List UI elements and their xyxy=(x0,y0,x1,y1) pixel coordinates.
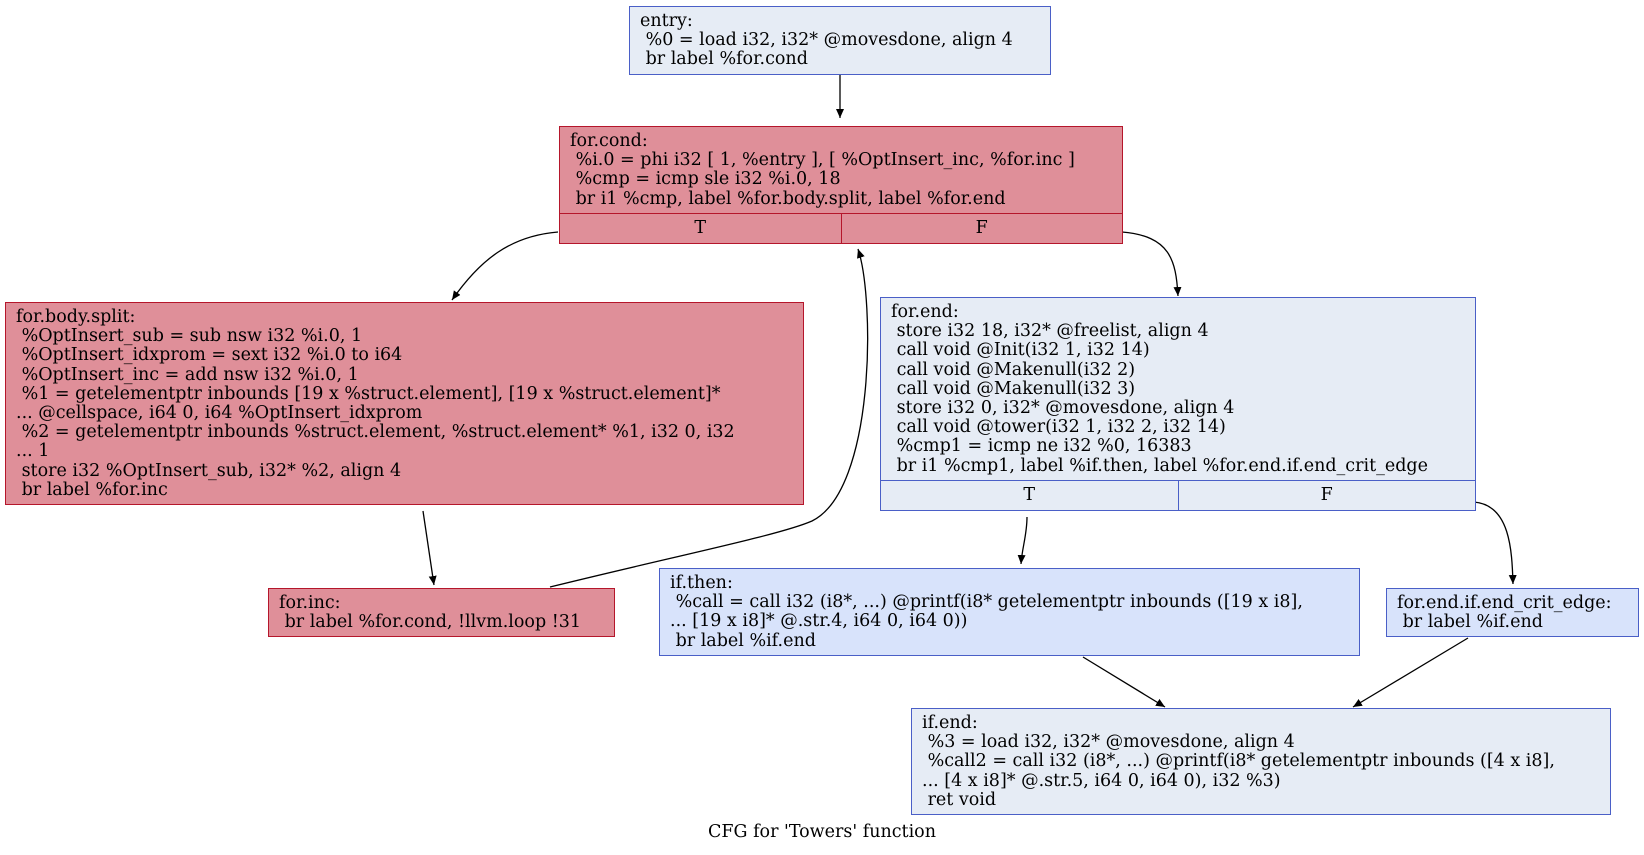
node-for-body-split-text: for.body.split: %OptInsert_sub = sub nsw… xyxy=(6,303,803,504)
instruction-line: %OptInsert_idxprom = sext i32 %i.0 to i6… xyxy=(16,345,403,366)
instruction-line: %2 = getelementptr inbounds %struct.elem… xyxy=(16,422,735,443)
instruction-line: %0 = load i32, i32* @movesdone, align 4 xyxy=(640,30,1013,51)
node-if-end-text: if.end: %3 = load i32, i32* @movesdone, … xyxy=(912,709,1610,814)
node-crit-edge-text: for.end.if.end_crit_edge: br label %if.e… xyxy=(1387,589,1638,636)
edge-for-cond-true-to-for-body-split xyxy=(451,231,559,301)
instruction-line: br i1 %cmp1, label %if.then, label %for.… xyxy=(891,455,1428,476)
edge-for-cond-false-to-for-end xyxy=(1121,231,1182,297)
port-true: T xyxy=(694,217,707,238)
node-entry: entry: %0 = load i32, i32* @movesdone, a… xyxy=(629,6,1051,75)
node-if-end: if.end: %3 = load i32, i32* @movesdone, … xyxy=(911,708,1611,816)
instruction-line: call void @Makenull(i32 3) xyxy=(891,378,1136,399)
instruction-line: store i32 %OptInsert_sub, i32* %2, align… xyxy=(16,460,402,481)
edge-if-then-to-if-end xyxy=(1082,656,1166,708)
node-for-cond-ports: T F xyxy=(560,212,1123,243)
node-for-body-split: for.body.split: %OptInsert_sub = sub nsw… xyxy=(5,302,804,506)
instruction-line: %call = call i32 (i8*, ...) @printf(i8* … xyxy=(670,592,1303,613)
instruction-line: call void @Init(i32 1, i32 14) xyxy=(891,340,1150,361)
port-true: T xyxy=(1023,484,1036,505)
instruction-line: br label %if.end xyxy=(670,630,816,651)
node-for-end-ports: T F xyxy=(881,479,1476,510)
instruction-line: ret void xyxy=(922,789,997,810)
instruction-line: call void @tower(i32 1, i32 2, i32 14) xyxy=(891,417,1226,438)
instruction-line: store i32 18, i32* @freelist, align 4 xyxy=(891,321,1209,342)
node-if-then-text: if.then: %call = call i32 (i8*, ...) @pr… xyxy=(660,569,1359,655)
diagram-caption: CFG for 'Towers' function xyxy=(708,822,936,842)
node-for-inc: for.inc: br label %for.cond, !llvm.loop … xyxy=(268,588,615,638)
instruction-line: store i32 0, i32* @movesdone, align 4 xyxy=(891,398,1235,419)
instruction-line: br label %for.cond, !llvm.loop !31 xyxy=(279,612,582,633)
instruction-line: br i1 %cmp, label %for.body.split, label… xyxy=(570,188,1006,209)
edge-for-end-true-to-if-then xyxy=(1017,516,1028,565)
instruction-line: %1 = getelementptr inbounds [19 x %struc… xyxy=(16,383,721,404)
block-label: for.inc: xyxy=(279,593,341,613)
node-if-then: if.then: %call = call i32 (i8*, ...) @pr… xyxy=(659,568,1360,656)
instruction-line: %i.0 = phi i32 [ 1, %entry ], [ %OptInse… xyxy=(570,150,1075,171)
node-entry-text: entry: %0 = load i32, i32* @movesdone, a… xyxy=(630,7,1050,74)
block-label: if.end: xyxy=(922,713,978,733)
block-label: for.end: xyxy=(891,302,959,322)
port-false: F xyxy=(840,213,1123,243)
instruction-line: br label %if.end xyxy=(1397,612,1543,633)
instruction-line: %cmp = icmp sle i32 %i.0, 18 xyxy=(570,169,841,190)
edge-crit-edge-to-if-end xyxy=(1352,637,1469,708)
node-for-end-text: for.end: store i32 18, i32* @freelist, a… xyxy=(881,298,1475,480)
instruction-line: %OptInsert_inc = add nsw i32 %i.0, 1 xyxy=(16,364,359,385)
block-label: for.body.split: xyxy=(16,307,136,327)
instruction-line: br label %for.inc xyxy=(16,479,168,500)
instruction-line: br label %for.cond xyxy=(640,49,808,70)
edge-for-body-split-to-for-inc xyxy=(422,510,437,586)
instruction-line: ... @cellspace, i64 0, i64 %OptInsert_id… xyxy=(16,403,423,424)
block-label: if.then: xyxy=(670,573,733,593)
block-label: for.cond: xyxy=(570,131,648,151)
port-false: F xyxy=(1177,480,1476,510)
block-label: for.end.if.end_crit_edge: xyxy=(1397,593,1612,613)
instruction-line: call void @Makenull(i32 2) xyxy=(891,359,1136,380)
node-for-end: for.end: store i32 18, i32* @freelist, a… xyxy=(880,297,1476,511)
node-for-cond: for.cond: %i.0 = phi i32 [ 1, %entry ], … xyxy=(559,126,1123,244)
node-for-end-if-end-crit-edge: for.end.if.end_crit_edge: br label %if.e… xyxy=(1386,588,1639,638)
instruction-line: ... 1 xyxy=(16,441,50,462)
instruction-line: %cmp1 = icmp ne i32 %0, 16383 xyxy=(891,436,1192,457)
instruction-line: ... [19 x i8]* @.str.4, i64 0, i64 0)) xyxy=(670,611,968,632)
instruction-line: ... [4 x i8]* @.str.5, i64 0, i64 0), i3… xyxy=(922,770,1281,791)
instruction-line: %3 = load i32, i32* @movesdone, align 4 xyxy=(922,732,1295,753)
node-for-cond-text: for.cond: %i.0 = phi i32 [ 1, %entry ], … xyxy=(560,127,1122,213)
instruction-line: %OptInsert_sub = sub nsw i32 %i.0, 1 xyxy=(16,326,363,347)
node-for-inc-text: for.inc: br label %for.cond, !llvm.loop … xyxy=(269,589,614,636)
instruction-line: %call2 = call i32 (i8*, ...) @printf(i8*… xyxy=(922,751,1555,772)
edge-for-end-false-to-crit-edge xyxy=(1473,501,1517,585)
block-label: entry: xyxy=(640,11,693,31)
edge-for-inc-to-for-cond xyxy=(549,248,869,588)
